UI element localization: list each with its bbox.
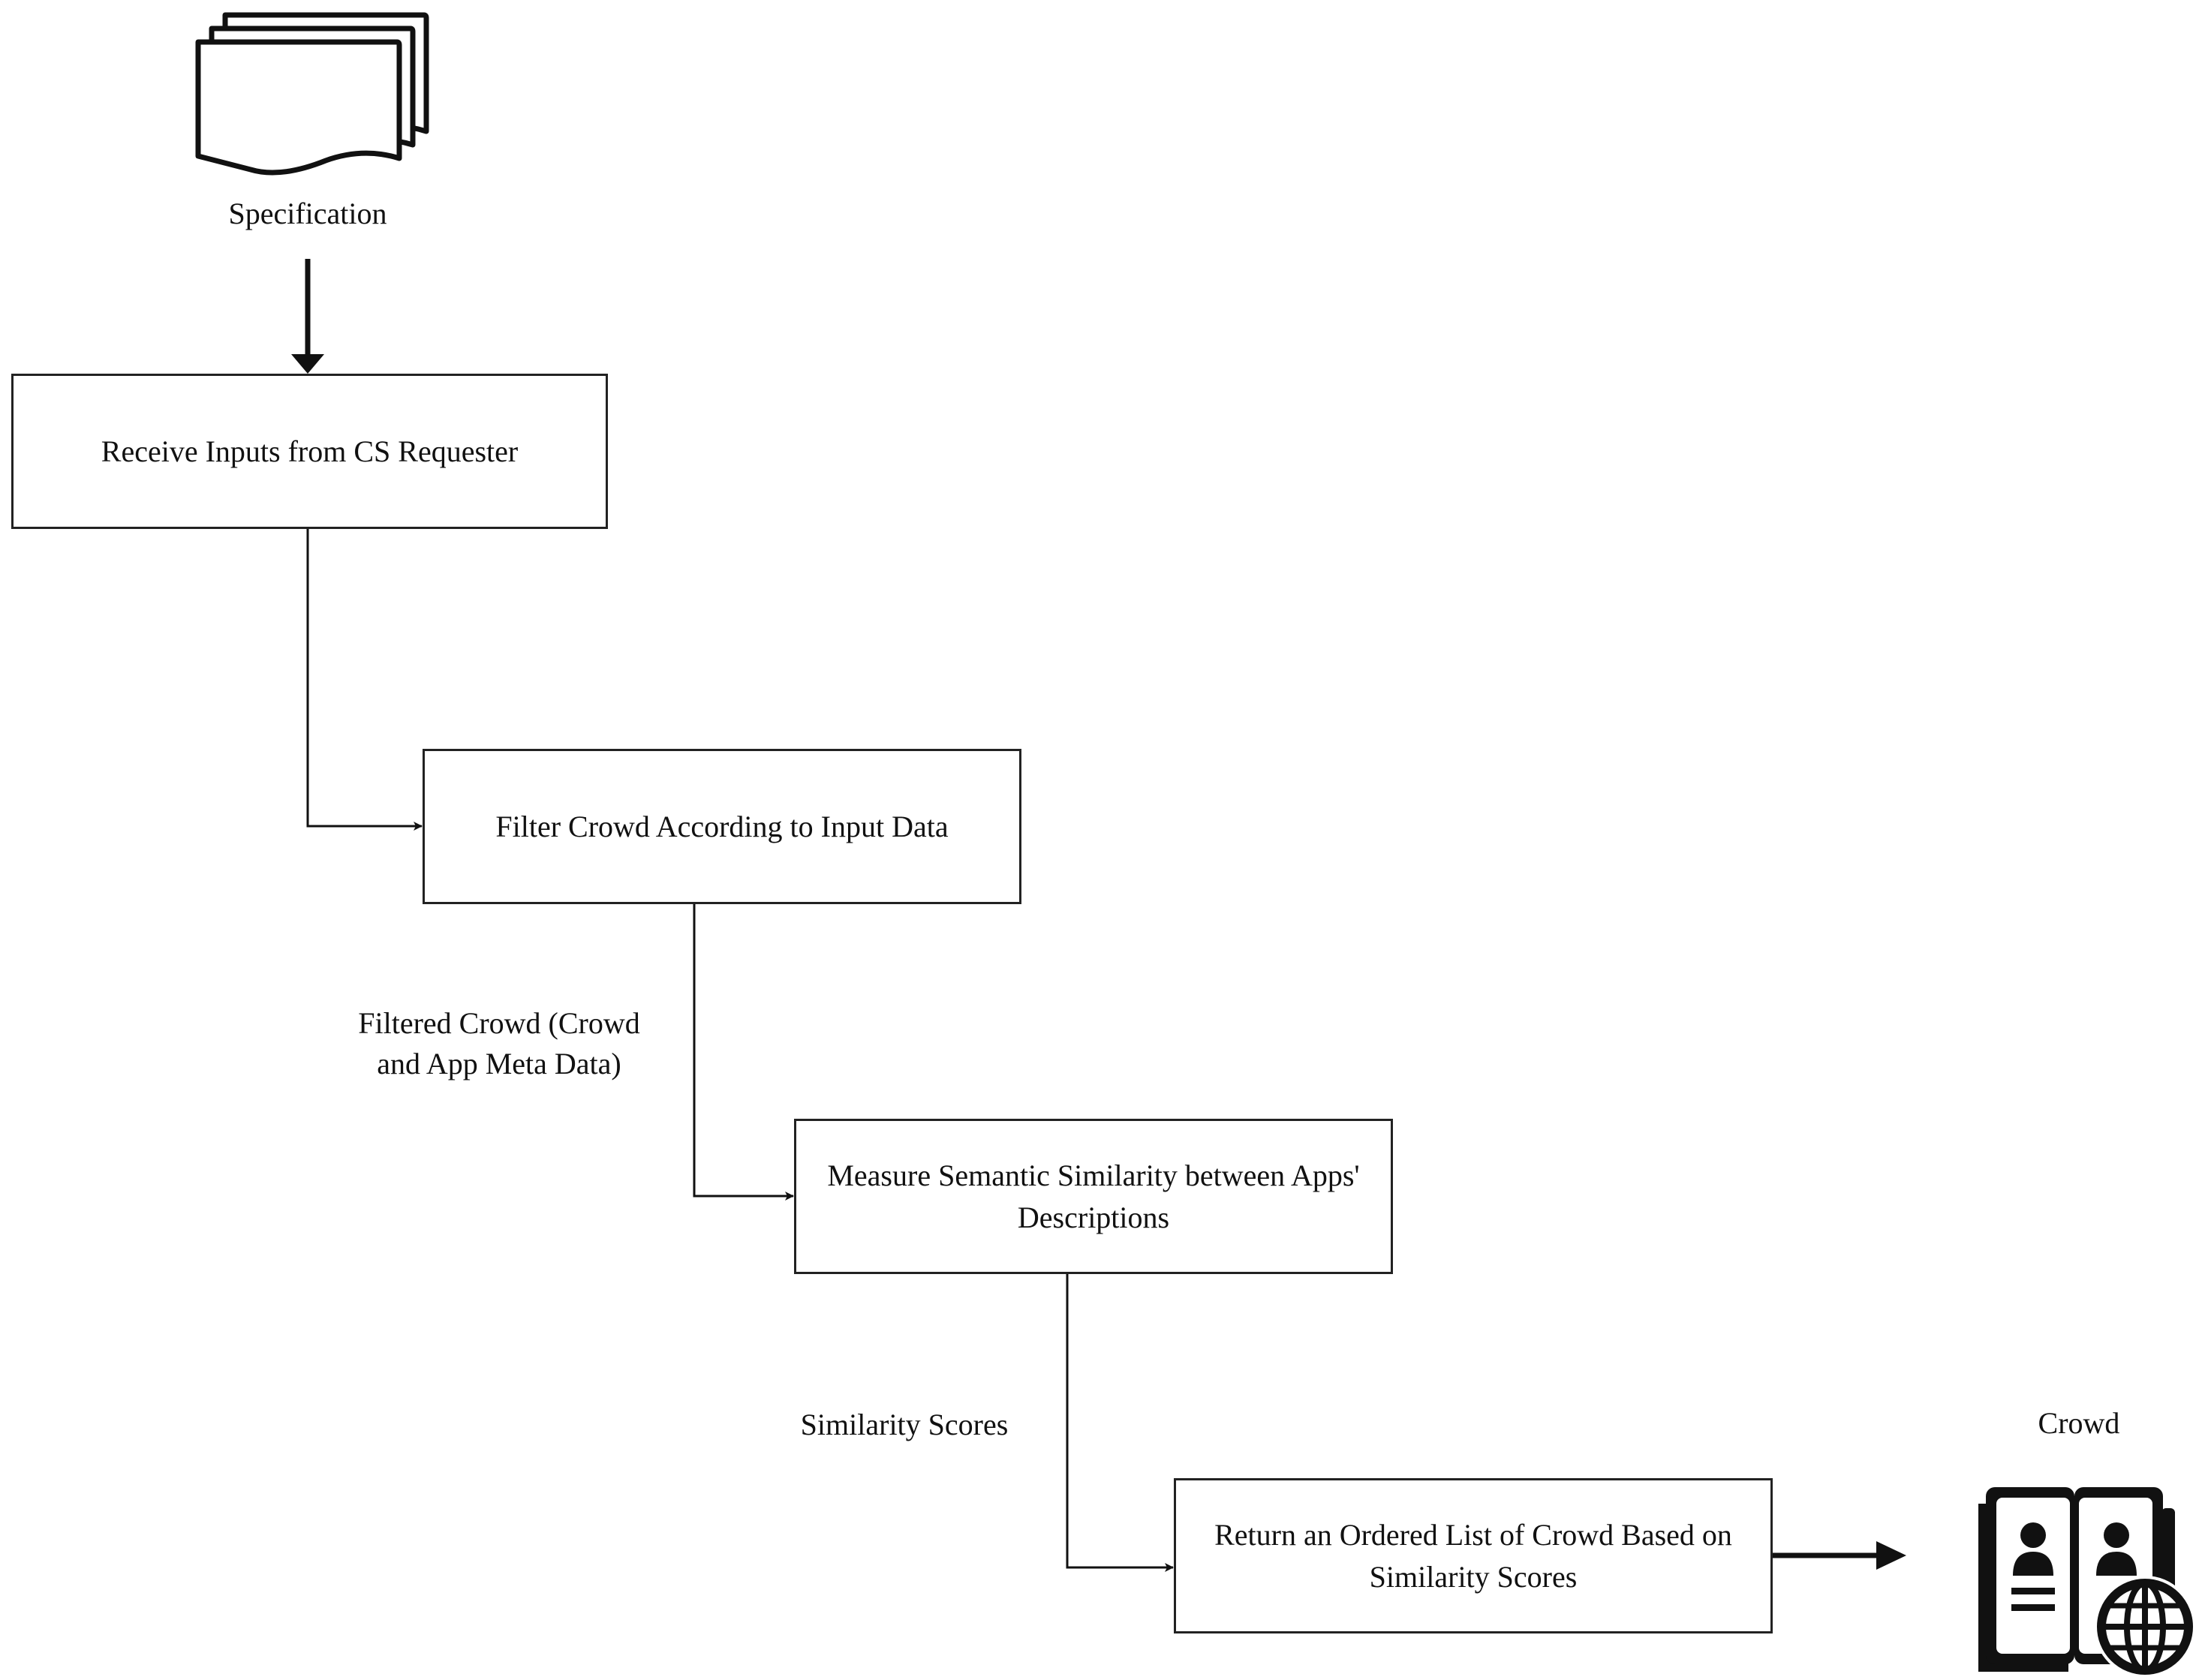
crowd-directory-globe-icon [1978,1487,2196,1678]
edge-label-filtered-crowd-line2: and App Meta Data) [377,1047,621,1080]
step-return-ordered-list: Return an Ordered List of Crowd Based on… [1174,1478,1773,1633]
arrowhead-return-to-crowd [1876,1541,1906,1570]
crowd-label: Crowd [2038,1406,2120,1440]
connector-measure-to-return [1066,1274,1174,1572]
specification-label: Specification [228,197,387,230]
edge-label-filtered-crowd-line1: Filtered Crowd (Crowd [358,1006,640,1040]
step-return-ordered-list-text: Return an Ordered List of Crowd Based on… [1214,1517,1732,1594]
step-receive-inputs-text: Receive Inputs from CS Requester [101,434,519,468]
edge-label-filtered-crowd: Filtered Crowd (Crowd and App Meta Data) [330,1003,668,1084]
step-filter-crowd: Filter Crowd According to Input Data [423,749,1021,904]
connector-filter-to-measure [693,900,794,1201]
step-receive-inputs: Receive Inputs from CS Requester [11,374,608,529]
step-measure-similarity-text: Measure Semantic Similarity between Apps… [827,1158,1360,1234]
connector-receive-to-filter [306,529,423,831]
step-measure-similarity: Measure Semantic Similarity between Apps… [794,1119,1393,1274]
edge-label-similarity-scores: Similarity Scores [800,1408,1009,1441]
step-filter-crowd-text: Filter Crowd According to Input Data [495,809,949,843]
arrowhead-spec-to-receive [291,354,324,374]
multiple-documents-icon [195,12,429,176]
